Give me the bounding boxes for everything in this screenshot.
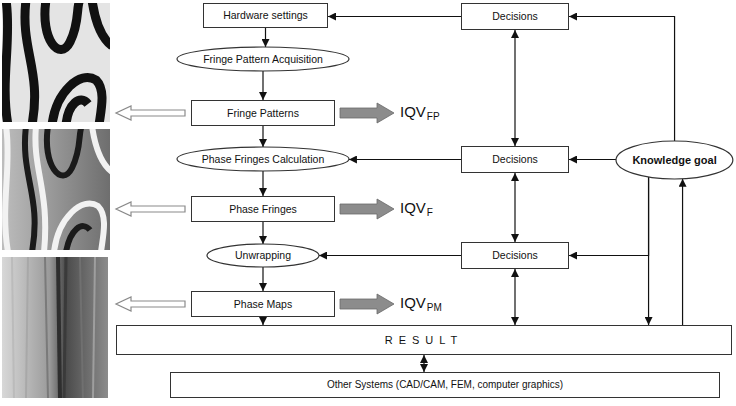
- fringe-pattern-image: [2, 3, 110, 122]
- connector: [514, 173, 515, 242]
- node-text: Phase Fringes: [229, 203, 297, 215]
- hollow-arrow: [116, 297, 185, 311]
- fringe-band: [5, 129, 8, 250]
- fringe-bands: [5, 129, 110, 250]
- connector: [319, 255, 461, 256]
- block-arrow: [340, 294, 394, 314]
- ellipse-shape: [616, 141, 733, 179]
- fringe-band: [5, 3, 8, 122]
- quality-subscript: F: [427, 208, 433, 218]
- streak: [12, 257, 14, 398]
- quality-label: IQV: [400, 104, 426, 119]
- connector: [328, 16, 461, 17]
- streak: [45, 257, 48, 398]
- fringe-band: [52, 78, 102, 122]
- quality-arrows: [340, 103, 394, 314]
- fringe-band: [47, 129, 82, 176]
- node-text: Unwrapping: [235, 249, 291, 261]
- fringe-band: [92, 129, 110, 172]
- hollow-arrow: [116, 106, 185, 120]
- block-arrow: [340, 199, 394, 219]
- decision-box: Decisions: [461, 242, 569, 269]
- node-text: Fringe Pattern Acquisition: [203, 53, 323, 65]
- fringe-band: [66, 100, 88, 122]
- node-text: Decisions: [492, 10, 538, 22]
- quality-label: IQV: [400, 200, 426, 215]
- node-text: Knowledge goal: [632, 154, 716, 167]
- fringe-band: [25, 3, 35, 122]
- connector: [648, 177, 649, 325]
- process-ellipse: Unwrapping: [206, 243, 320, 268]
- node-text: Fringe Patterns: [227, 107, 299, 119]
- node-text: Phase Maps: [234, 298, 292, 310]
- fringe-bands: [5, 3, 110, 122]
- connector: [262, 171, 263, 196]
- streak: [58, 257, 60, 398]
- connector: [514, 30, 515, 146]
- fringe-band: [35, 129, 45, 250]
- quality-subscript: FP: [427, 112, 440, 122]
- phase-map-image: [2, 257, 108, 398]
- node-text: Other Systems (CAD/CAM, FEM, computer gr…: [327, 379, 563, 391]
- connector: [262, 267, 263, 291]
- fringe-band: [45, 3, 80, 50]
- connector: [514, 269, 515, 325]
- ellipse-shape: [207, 244, 319, 267]
- result-band: RESULT: [116, 325, 732, 355]
- process-box: Hardware settings: [203, 3, 328, 28]
- hollow-arrows: [116, 106, 185, 311]
- decision-box: Decisions: [461, 146, 569, 173]
- connector: [262, 222, 263, 244]
- connector: [349, 159, 461, 160]
- ellipse-shape: [177, 47, 349, 71]
- map-streaks: [12, 257, 95, 398]
- node-text: RESULT: [385, 334, 464, 347]
- quality-label: IQV: [400, 295, 426, 310]
- streak: [26, 257, 28, 398]
- node-text: Decisions: [492, 249, 538, 261]
- node-text: Hardware settings: [223, 9, 308, 21]
- ellipse-shape: [177, 147, 349, 171]
- fringe-band: [92, 3, 110, 46]
- connector: [569, 159, 616, 160]
- connector: [262, 71, 263, 100]
- phase-fringe-image: [2, 129, 110, 250]
- decision-box: Decisions: [461, 3, 569, 30]
- fringe-band: [54, 204, 104, 250]
- goal-ellipse: Knowledge goal: [615, 140, 734, 180]
- image-ground: [2, 257, 108, 398]
- connector: [569, 17, 675, 142]
- streak: [93, 257, 95, 398]
- connector: [682, 179, 683, 325]
- quality-subscript: PM: [427, 303, 442, 313]
- streak: [64, 257, 66, 398]
- process-ellipse: Phase Fringes Calculation: [176, 146, 350, 172]
- block-arrow: [340, 103, 394, 123]
- data-box: Phase Maps: [191, 291, 335, 317]
- node-text: Decisions: [492, 153, 538, 165]
- data-box: Phase Fringes: [191, 196, 335, 222]
- connector: [262, 126, 263, 147]
- connector: [265, 28, 266, 47]
- hollow-arrow: [116, 202, 185, 216]
- streak: [80, 257, 83, 398]
- connector: [569, 177, 649, 255]
- connector: [262, 317, 263, 325]
- node-text: Phase Fringes Calculation: [202, 153, 325, 165]
- process-ellipse: Fringe Pattern Acquisition: [176, 46, 350, 72]
- connector: [423, 355, 424, 372]
- fringe-band: [66, 226, 90, 250]
- data-box: Fringe Patterns: [191, 100, 335, 126]
- output-box: Other Systems (CAD/CAM, FEM, computer gr…: [170, 372, 720, 398]
